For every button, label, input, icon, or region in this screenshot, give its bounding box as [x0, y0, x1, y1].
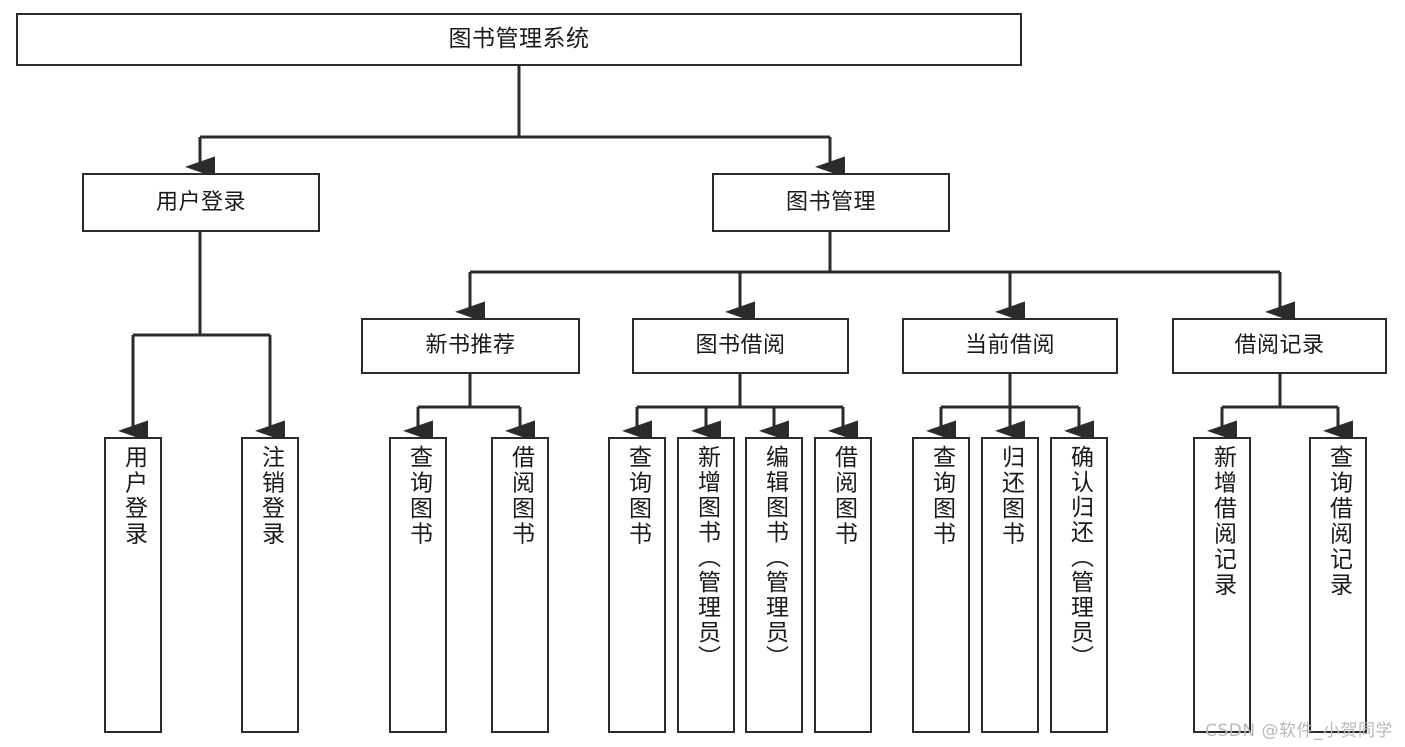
node-label: 编辑图书（管理员） — [761, 445, 788, 670]
node-leaf-add-book-admin[interactable]: 新增图书（管理员） — [677, 437, 735, 733]
node-leaf-query-borrow-record[interactable]: 查询借阅记录 — [1309, 437, 1367, 733]
node-leaf-logout[interactable]: 注销登录 — [241, 437, 299, 733]
node-label: 新增借阅记录 — [1209, 445, 1236, 598]
node-label: 借阅图书 — [830, 445, 857, 547]
node-label: 用户登录 — [155, 189, 246, 215]
node-leaf-return-book[interactable]: 归还图书 — [981, 437, 1039, 733]
node-leaf-add-borrow-record[interactable]: 新增借阅记录 — [1193, 437, 1251, 733]
node-label: 查询图书 — [405, 445, 432, 547]
node-leaf-edit-book-admin[interactable]: 编辑图书（管理员） — [745, 437, 803, 733]
node-label: 查询图书 — [928, 445, 955, 547]
node-leaf-query-book-1[interactable]: 查询图书 — [389, 437, 447, 733]
node-label: 查询借阅记录 — [1325, 445, 1352, 598]
node-label: 图书管理系统 — [448, 25, 590, 52]
csdn-watermark: CSDN @软件_小贺同学 — [1205, 721, 1393, 741]
node-current-borrowing[interactable]: 当前借阅 — [902, 318, 1118, 374]
node-book-borrowing[interactable]: 图书借阅 — [632, 318, 849, 374]
node-label: 借阅记录 — [1234, 333, 1325, 359]
node-leaf-user-login[interactable]: 用户登录 — [104, 437, 162, 733]
node-label: 图书借阅 — [695, 333, 786, 359]
node-new-book-recommendation[interactable]: 新书推荐 — [361, 318, 580, 374]
node-label: 确认归还（管理员） — [1066, 445, 1093, 670]
node-root-book-management-system[interactable]: 图书管理系统 — [16, 13, 1022, 66]
node-user-login[interactable]: 用户登录 — [82, 173, 320, 232]
node-leaf-confirm-return-admin[interactable]: 确认归还（管理员） — [1050, 437, 1108, 733]
node-label: 借阅图书 — [507, 445, 534, 547]
node-label: 查询图书 — [624, 445, 651, 547]
node-label: 用户登录 — [120, 445, 147, 547]
node-leaf-query-book-2[interactable]: 查询图书 — [608, 437, 666, 733]
node-leaf-borrow-book-2[interactable]: 借阅图书 — [814, 437, 872, 733]
node-book-management[interactable]: 图书管理 — [712, 173, 950, 232]
node-label: 注销登录 — [257, 445, 284, 547]
node-leaf-borrow-book-1[interactable]: 借阅图书 — [491, 437, 549, 733]
node-label: 当前借阅 — [964, 333, 1055, 359]
node-label: 新增图书（管理员） — [693, 445, 720, 670]
node-label: 新书推荐 — [425, 333, 516, 359]
node-label: 归还图书 — [997, 445, 1024, 547]
node-label: 图书管理 — [785, 189, 876, 215]
node-leaf-query-book-3[interactable]: 查询图书 — [912, 437, 970, 733]
node-borrowing-record[interactable]: 借阅记录 — [1172, 318, 1387, 374]
